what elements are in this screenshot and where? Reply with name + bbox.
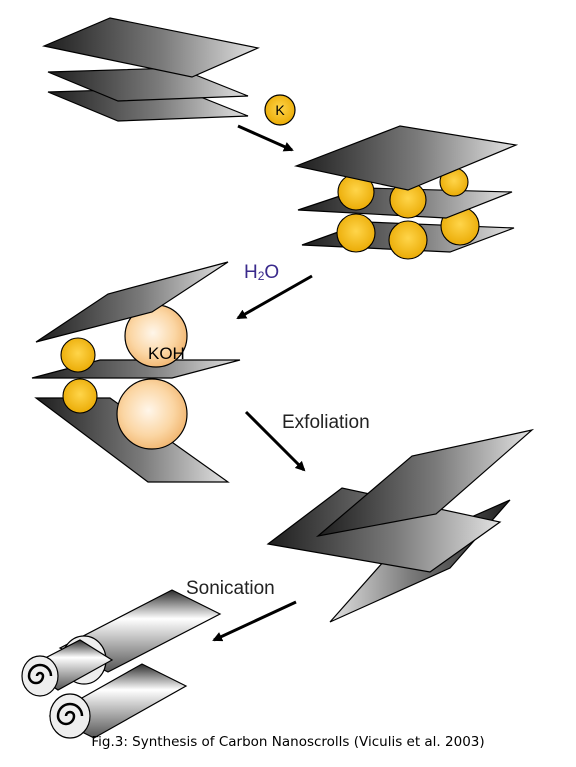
exfoliation-label: Exfoliation [282, 412, 370, 433]
intercalated-compound [293, 125, 519, 260]
sonication-label: Sonication [186, 578, 275, 599]
potassium-label: K [275, 102, 285, 118]
figure-caption: Fig.3: Synthesis of Carbon Nanoscrolls (… [91, 734, 485, 750]
nanoscroll-bottom [48, 663, 188, 739]
koh-label: KOH [148, 344, 185, 363]
water-label: H2O [244, 262, 279, 283]
potassium-atom: K [264, 94, 296, 126]
arrow-intercalation [237, 124, 294, 152]
arrow-exfoliation [244, 410, 306, 472]
nanoscroll-left [21, 639, 114, 697]
graphite-stack [42, 17, 260, 122]
arrow-hydrolysis [236, 274, 313, 320]
arrow-sonication [212, 600, 297, 642]
carbon-nanoscrolls [21, 589, 222, 739]
koh-expanded-sheets: KOH [31, 261, 241, 483]
exfoliated-sheets [266, 428, 535, 623]
